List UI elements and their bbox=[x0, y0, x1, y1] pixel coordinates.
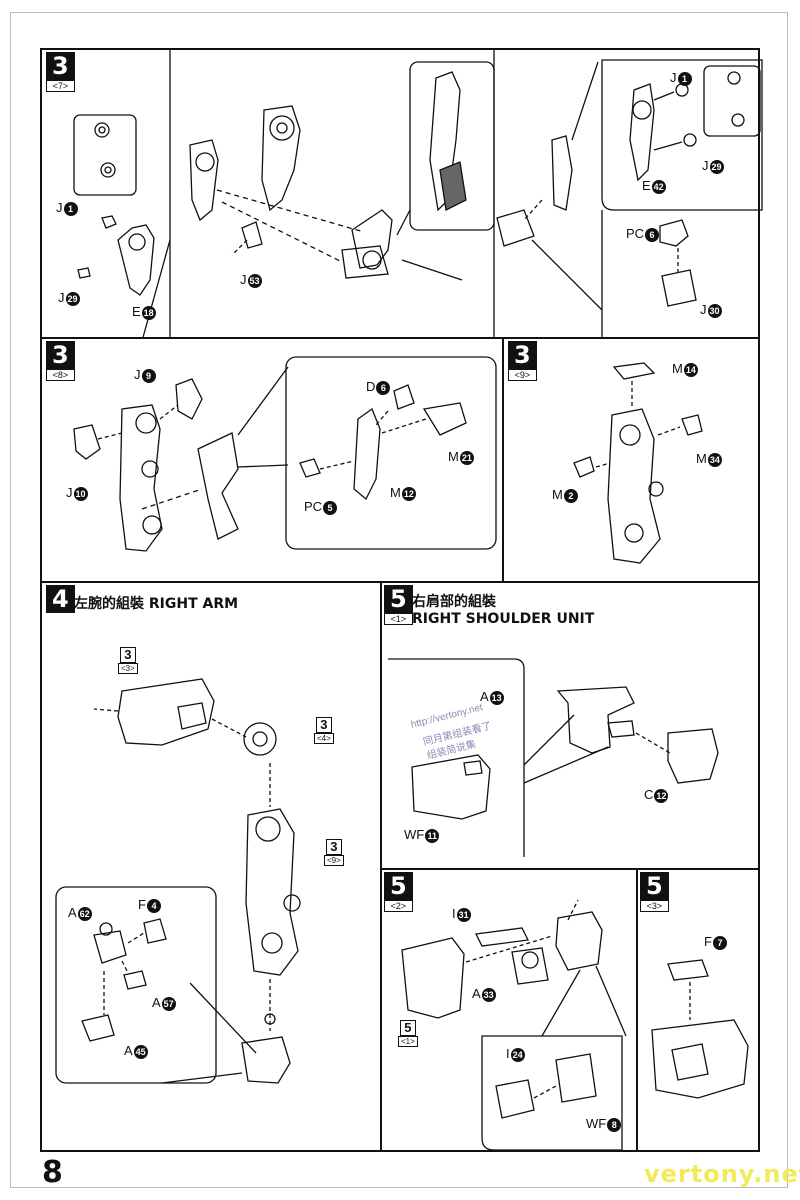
step-sub: <8> bbox=[46, 369, 75, 381]
page-number: 8 bbox=[42, 1155, 63, 1190]
ref-step-3-3: 3<3> bbox=[118, 647, 138, 674]
step-badge: 5 <1> bbox=[384, 585, 413, 625]
step-5-3-drawing bbox=[651, 959, 749, 1099]
step-badge: 3 <8> bbox=[46, 341, 75, 381]
panel-title-en: RIGHT SHOULDER UNIT bbox=[412, 611, 595, 627]
panel-step-4: 4 左腕的組裝 RIGHT ARM 3<3> 3<4> 3<9> bbox=[40, 581, 382, 1152]
step-5-2-drawing bbox=[401, 899, 627, 1151]
panel-title-cn: 右肩部的組裝 bbox=[412, 594, 496, 610]
step-badge: 5 <3> bbox=[640, 872, 669, 912]
panel-step-5-1: 5 <1> 右肩部的組裝 RIGHT SHOULDER UNIT http://… bbox=[380, 581, 760, 870]
step-badge: 5 <2> bbox=[384, 872, 413, 912]
step-number: 3 bbox=[46, 341, 75, 369]
step-number: 3 bbox=[46, 52, 75, 80]
step-sub: <3> bbox=[640, 900, 669, 912]
panel-step-3-7: 3 <7> bbox=[40, 48, 763, 342]
step-badge: 4 bbox=[46, 585, 75, 613]
step-sub: <7> bbox=[46, 80, 75, 92]
step-badge: 3 <9> bbox=[508, 341, 537, 381]
step-number: 4 bbox=[46, 585, 75, 613]
ref-step-5-1: 5<1> bbox=[398, 1020, 418, 1047]
step-3-7-drawing bbox=[73, 50, 763, 342]
ref-step-3-4: 3<4> bbox=[314, 717, 334, 744]
step-badge: 3 <7> bbox=[46, 52, 75, 92]
site-watermark: vertony.net bbox=[644, 1160, 800, 1188]
step-3-9-drawing bbox=[573, 362, 703, 564]
step-number: 5 bbox=[640, 872, 669, 900]
ref-step-3-9: 3<9> bbox=[324, 839, 344, 866]
step-number: 5 bbox=[384, 872, 413, 900]
step-sub: <2> bbox=[384, 900, 413, 912]
page-border bbox=[10, 12, 788, 1188]
step-number: 3 bbox=[508, 341, 537, 369]
step-3-8-drawing bbox=[73, 356, 497, 552]
step-sub: <9> bbox=[508, 369, 537, 381]
step-number: 5 bbox=[384, 585, 413, 613]
step-sub: <1> bbox=[384, 613, 413, 625]
step-4-drawing bbox=[55, 678, 301, 1084]
panel-title: 左腕的組裝 RIGHT ARM bbox=[74, 596, 239, 612]
panel-step-3-8: 3 <8> bbox=[40, 337, 504, 583]
step-5-1-drawing bbox=[388, 658, 719, 857]
